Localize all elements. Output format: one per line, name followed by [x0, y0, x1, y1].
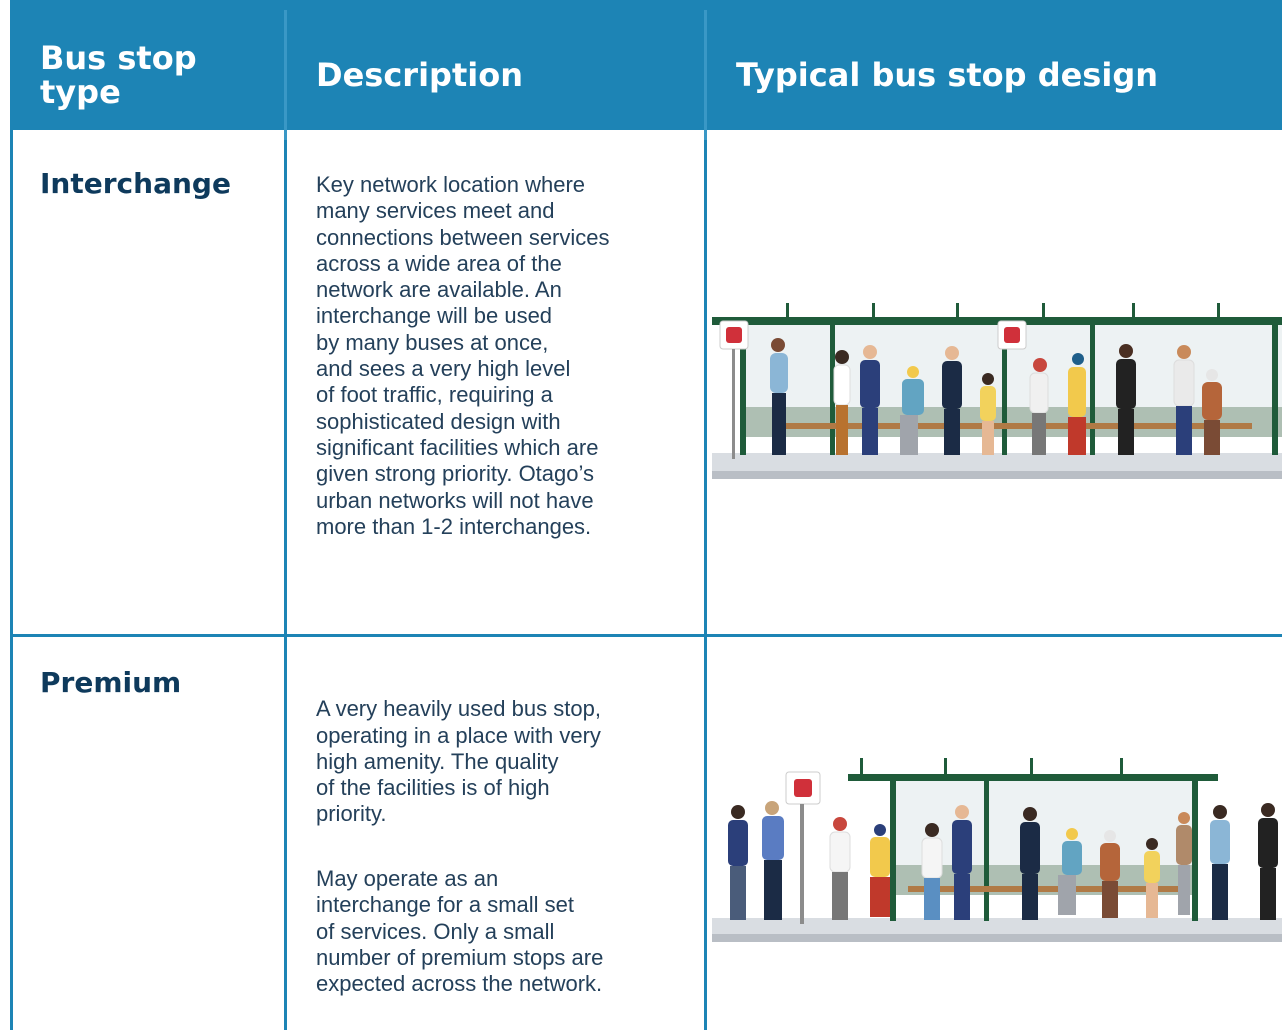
column-divider	[284, 10, 287, 1030]
header-column-divider	[284, 10, 287, 140]
header-column-divider	[704, 10, 707, 140]
interchange-bus-stop-illustration	[712, 303, 1282, 479]
premium-bus-stop-illustration	[712, 758, 1282, 942]
row-type-interchange: Interchange	[40, 167, 231, 200]
row-type-premium: Premium	[40, 666, 182, 699]
header-design: Typical bus stop design	[736, 56, 1158, 94]
row-divider	[10, 634, 1282, 637]
row-description: A very heavily used bus stop, operating …	[316, 670, 686, 1036]
header-type: Bus stop type	[40, 39, 197, 111]
table-header	[10, 0, 1282, 130]
description-paragraph: A very heavily used bus stop, operating …	[316, 696, 601, 827]
column-divider	[10, 10, 13, 1030]
description-paragraph: May operate as an interchange for a smal…	[316, 866, 604, 997]
row-description: Key network location where many services…	[316, 172, 610, 539]
column-divider	[704, 10, 707, 1030]
header-description: Description	[316, 56, 523, 94]
